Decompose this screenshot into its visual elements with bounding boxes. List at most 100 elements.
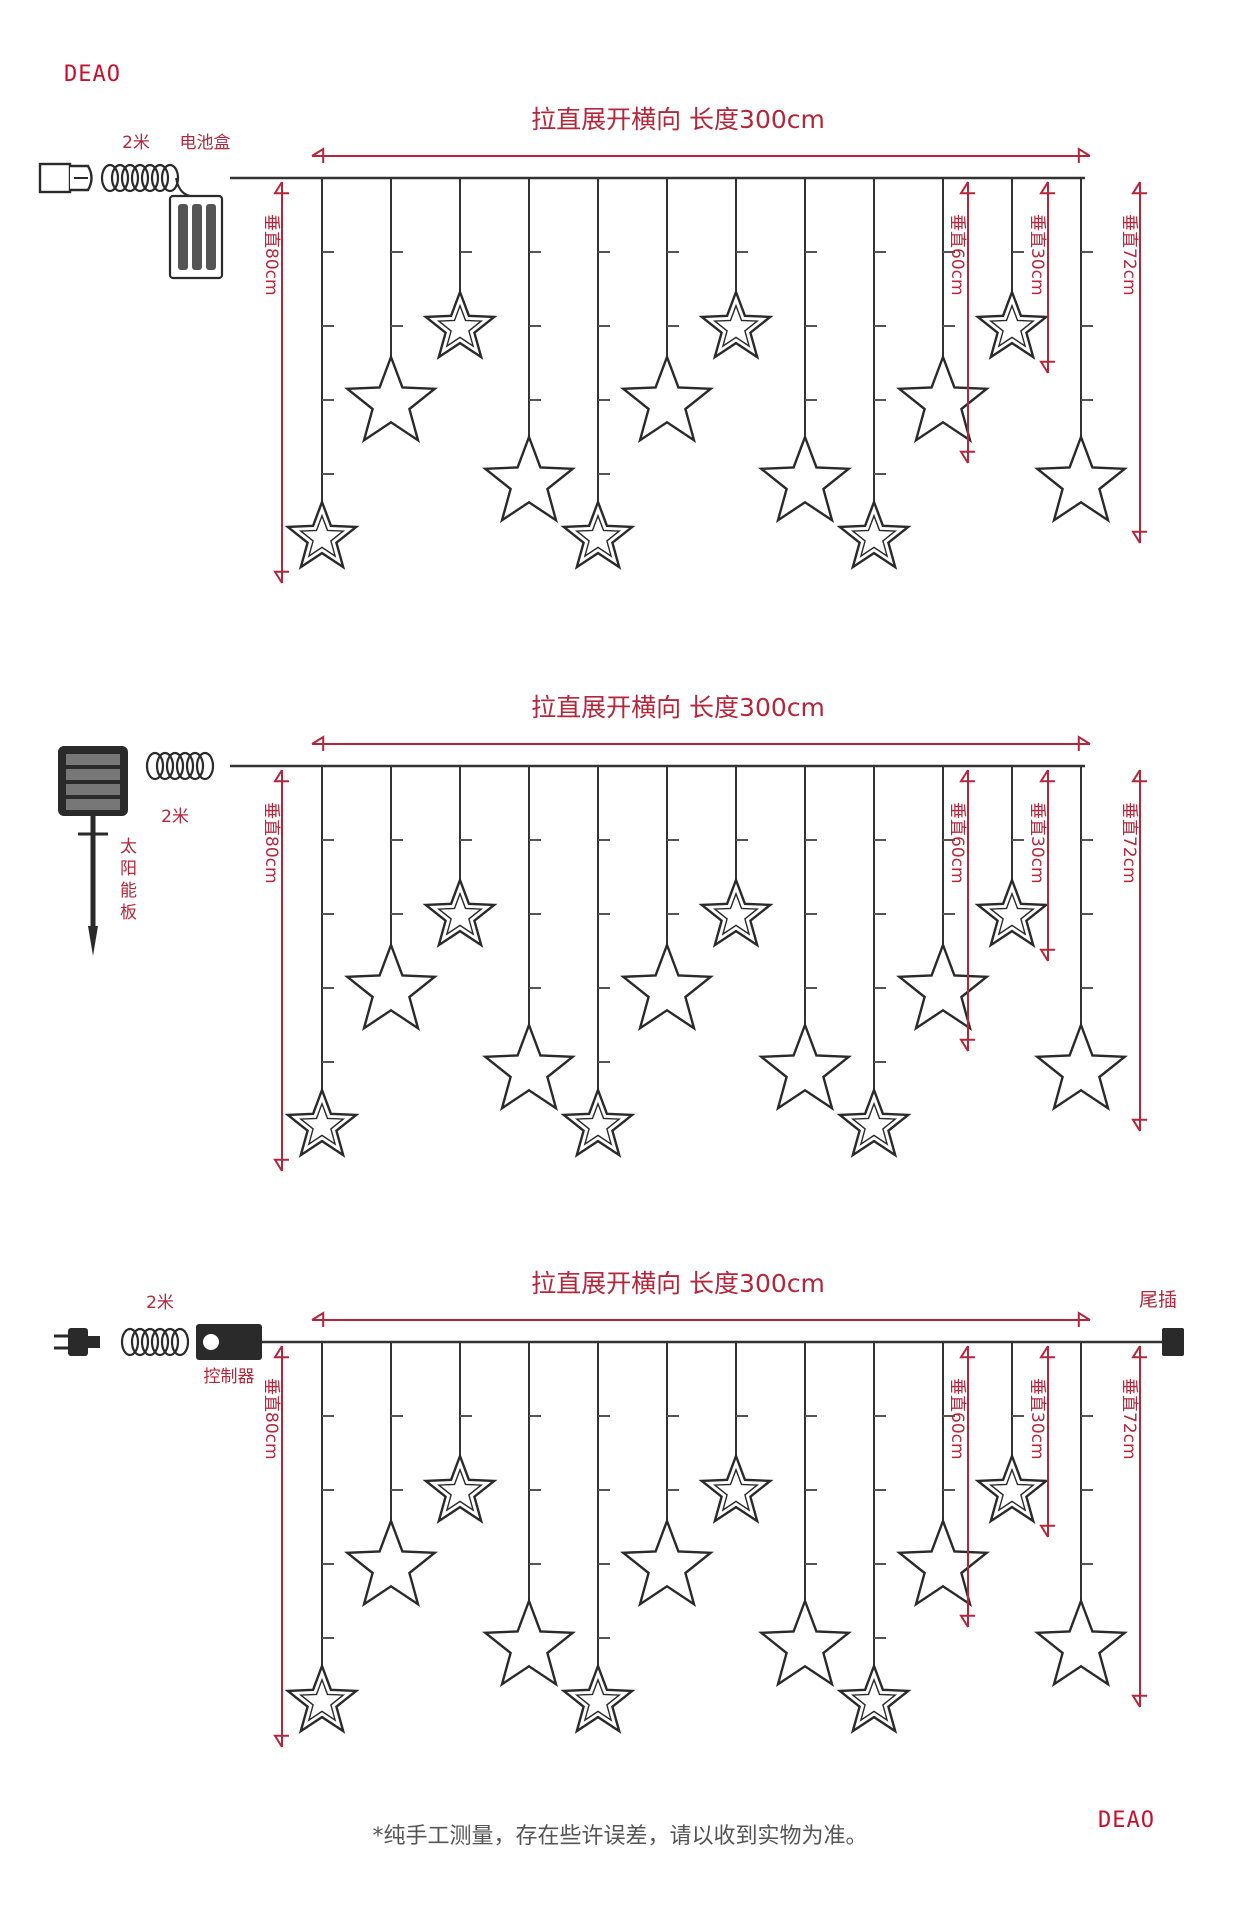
star-large <box>620 353 714 443</box>
arrow-head <box>959 769 975 783</box>
star-small <box>698 288 774 360</box>
dimension-80cm: 垂直80cm <box>261 1345 289 1748</box>
dimension-80cm: 垂直80cm <box>261 769 289 1172</box>
coil-loop <box>175 751 195 781</box>
light-strand <box>344 766 438 1031</box>
dimension-label: 垂直30cm <box>1027 214 1047 296</box>
arrow-head <box>1131 769 1147 783</box>
arrow-head <box>959 1614 975 1628</box>
star-large <box>758 433 852 523</box>
controller-button <box>203 1334 219 1350</box>
dimension-72cm: 垂直72cm <box>1119 1345 1147 1708</box>
star-large <box>896 353 990 443</box>
arrow-head <box>273 1158 289 1172</box>
star-inner-outline <box>988 891 1036 936</box>
battery-box-icon <box>168 177 224 280</box>
light-strand <box>422 766 498 948</box>
arrow-head <box>1131 1694 1147 1708</box>
star-small <box>560 1086 636 1158</box>
coil-loop <box>160 1327 180 1357</box>
light-strand <box>698 1342 774 1524</box>
arrow-head <box>1131 1118 1147 1132</box>
star-small <box>836 1086 912 1158</box>
light-strand <box>560 1342 636 1734</box>
star-inner-outline <box>574 513 622 558</box>
star-large <box>620 1517 714 1607</box>
measurement-footnote: *纯手工测量，存在些许误差，请以收到实物为准。 <box>372 1824 868 1849</box>
dimension-label: 垂直60cm <box>947 1378 967 1460</box>
cable-length-label: 2米 <box>146 1293 174 1313</box>
light-strand <box>974 1342 1050 1524</box>
coil-loop <box>165 751 185 781</box>
star-small <box>422 288 498 360</box>
coil-loop <box>100 163 120 193</box>
star-large <box>344 941 438 1031</box>
dimension-72cm: 垂直72cm <box>1119 181 1147 544</box>
battery-lead <box>175 177 197 198</box>
star-inner-outline <box>574 1101 622 1146</box>
arrow-head <box>1077 1311 1091 1327</box>
light-strand <box>698 766 774 948</box>
light-strand <box>758 766 852 1111</box>
coil-loop <box>130 163 150 193</box>
star-large <box>344 1517 438 1607</box>
dimension-label: 垂直72cm <box>1119 214 1139 296</box>
plug-body <box>68 1328 88 1356</box>
light-strand <box>422 178 498 360</box>
width-dimension-label: 拉直展开横向 长度300cm <box>531 105 825 134</box>
arrow-head <box>959 181 975 195</box>
star-inner-outline <box>436 303 484 348</box>
dimension-80cm: 垂直80cm <box>261 181 289 584</box>
controller-label: 控制器 <box>204 1367 255 1387</box>
dimension-60cm: 垂直60cm <box>947 181 975 464</box>
battery-cell <box>178 204 188 270</box>
light-strand <box>974 178 1050 360</box>
stake-tip <box>88 926 98 956</box>
star-small <box>974 288 1050 360</box>
star-large <box>482 1021 576 1111</box>
arrow-head <box>311 1311 325 1327</box>
star-inner-outline <box>574 1677 622 1722</box>
cable-length-label: 2米 <box>122 133 150 153</box>
light-strand <box>974 766 1050 948</box>
coil-loop <box>150 163 170 193</box>
star-small <box>284 1086 360 1158</box>
dimension-label: 垂直72cm <box>1119 802 1139 884</box>
light-strand <box>896 178 990 443</box>
light-strand <box>836 178 912 570</box>
star-small <box>422 1452 498 1524</box>
dimension-30cm: 垂直30cm <box>1027 769 1055 962</box>
light-strand <box>896 1342 990 1607</box>
dimension-72cm: 垂直72cm <box>1119 769 1147 1132</box>
arrow-head <box>1131 181 1147 195</box>
star-large <box>1034 1597 1128 1687</box>
solar-panel-label: 太阳能板 <box>120 837 137 923</box>
cable-coil <box>145 751 215 781</box>
width-dimension-label: 拉直展开横向 长度300cm <box>531 693 825 722</box>
star-large <box>758 1597 852 1687</box>
light-strand <box>836 1342 912 1734</box>
brand-logo-top: DEAO <box>64 62 121 87</box>
plug-neck <box>88 1336 100 1348</box>
battery-cell <box>206 204 216 270</box>
arrow-head <box>1077 735 1091 751</box>
light-strand <box>1034 178 1128 523</box>
star-large <box>1034 1021 1128 1111</box>
dimension-label: 垂直80cm <box>261 802 281 884</box>
width-dimension <box>311 1311 1091 1327</box>
usb-head <box>38 162 72 194</box>
star-inner-outline <box>850 513 898 558</box>
coil-loop <box>145 751 165 781</box>
coil-loop <box>120 1327 140 1357</box>
arrow-head <box>311 147 325 163</box>
star-large <box>482 433 576 523</box>
dimension-label: 垂直30cm <box>1027 802 1047 884</box>
controller-icon <box>196 1324 262 1360</box>
star-small <box>836 498 912 570</box>
tail-plug-icon <box>1162 1328 1184 1356</box>
light-strand <box>1034 766 1128 1111</box>
arrow-head <box>1131 530 1147 544</box>
